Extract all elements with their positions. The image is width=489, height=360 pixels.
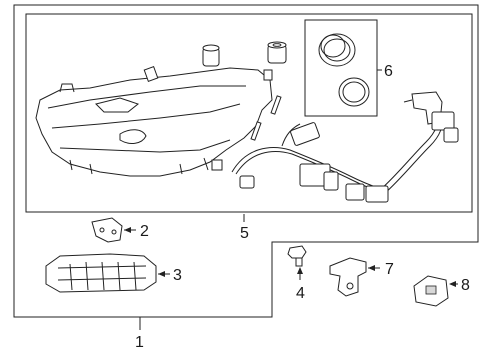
sleeve-parts [202, 41, 287, 67]
callout-2: 2 [140, 223, 149, 240]
assembly-box-5 [25, 13, 473, 213]
callout-1: 1 [135, 334, 144, 351]
callout-8: 8 [461, 277, 470, 294]
screw-part-4 [287, 245, 307, 267]
seal-rings [318, 33, 370, 107]
connector-part-8 [413, 275, 449, 307]
callout-4: 4 [296, 285, 305, 302]
assembly-outline-1 [13, 4, 479, 318]
callout-3: 3 [173, 267, 182, 284]
lamp-part-3 [45, 253, 157, 293]
headlamp-housing [35, 66, 273, 177]
clip-part-7 [329, 257, 367, 297]
callout-6: 6 [384, 63, 393, 80]
wiring-harness [231, 91, 459, 203]
callout-7: 7 [385, 261, 394, 278]
callout-5: 5 [240, 225, 249, 242]
pin-parts [250, 95, 282, 141]
seal-kit-box-6 [304, 19, 378, 117]
bracket-part-2 [91, 217, 123, 243]
leader-lines [124, 69, 458, 330]
